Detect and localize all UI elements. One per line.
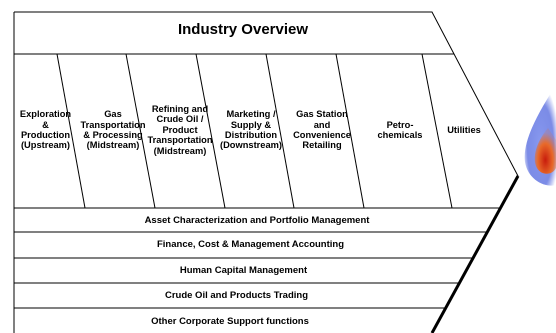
segment-divider [195, 53, 226, 209]
function-corporate-support: Other Corporate Support functions [151, 315, 309, 327]
function-trading: Crude Oil and Products Trading [164, 289, 309, 301]
segment-utilities-label: Utilities [447, 124, 481, 135]
diagram-title: Industry Overview [177, 20, 309, 38]
function-human-capital: Human Capital Management [179, 264, 308, 276]
segment-upstream-label: Exploration & Production (Upstream) [19, 109, 72, 151]
segment-divider [265, 53, 295, 209]
segment-gas-station-label: Gas Station and Convenience Retailing [293, 109, 351, 151]
segment-divider [421, 53, 453, 209]
flame-icon [524, 85, 556, 186]
frame-thick-edge [430, 175, 520, 333]
segment-petrochemicals-label: Petro- chemicals [377, 119, 423, 140]
segment-divider [335, 53, 365, 209]
segment-marketing-label: Marketing / Supply & Distribution (Downs… [220, 109, 282, 151]
segment-divider [125, 53, 156, 209]
segment-gas-transportation-label: Gas Transportation & Processing (Midstre… [80, 109, 146, 151]
segment-refining-label: Refining and Crude Oil / Product Transpo… [147, 103, 213, 156]
function-finance: Finance, Cost & Management Accounting [156, 238, 345, 250]
segment-divider [56, 53, 86, 209]
function-asset-characterization: Asset Characterization and Portfolio Man… [144, 214, 370, 226]
